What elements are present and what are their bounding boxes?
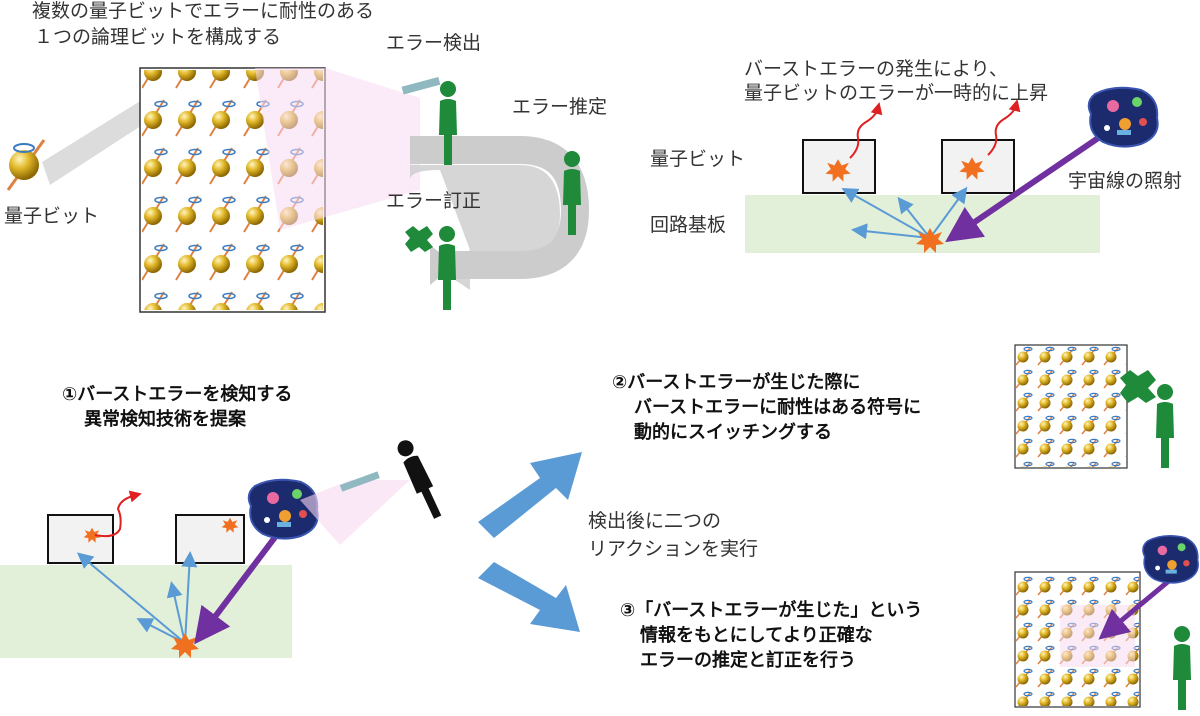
logical-bit-title-line1: 複数の量子ビットでエラーに耐性のある <box>32 0 375 22</box>
detect-beam-bottom <box>300 480 410 545</box>
telescope-icon-bottom <box>339 471 380 492</box>
reaction-line2: リアクションを実行 <box>588 538 759 560</box>
proposal-line2: 異常検知技術を提案 <box>84 409 246 430</box>
single-qubit-icon <box>6 139 46 191</box>
switch-puzzle-icon <box>1120 370 1156 403</box>
detect-beam <box>255 68 420 230</box>
accurate-line2: 情報をもとにしてより正確な <box>640 625 873 646</box>
accurate-highlight <box>1060 605 1135 667</box>
telescope-icon <box>401 76 441 95</box>
logical-bit-title-line2: １つの論理ビットを構成する <box>34 26 282 48</box>
cosmic-ray-arrow-right <box>1098 578 1172 640</box>
circuit-board-label: 回路基板 <box>650 214 727 236</box>
switch-line1: ②バーストエラーが生じた際に <box>612 372 861 393</box>
cosmic-ray-icon-top <box>1087 86 1159 148</box>
burst-caption-line1: バーストエラーの発生により、 <box>744 58 1008 80</box>
switch-line3: 動的にスイッチングする <box>634 422 832 443</box>
cosmic-ray-icon-bottom <box>247 478 319 540</box>
detector-person-icon <box>397 440 442 519</box>
switch-grid <box>1016 346 1126 467</box>
reaction-line1: 検出後に二つの <box>588 510 722 532</box>
cosmic-ray-label: 宇宙線の照射 <box>1068 170 1183 192</box>
puzzle-icon <box>405 226 433 252</box>
scatter-arrows-top <box>841 186 968 240</box>
burst-caption-line2: 量子ビットのエラーが一時的に上昇 <box>744 82 1049 104</box>
reaction-arrow-down <box>478 562 580 632</box>
error-wave-3 <box>94 490 142 538</box>
zoom-beam <box>42 95 150 185</box>
error-correct-label: エラー訂正 <box>386 190 482 212</box>
qubit-label: 量子ビット <box>4 205 100 227</box>
qubit-label-right: 量子ビット <box>650 148 746 170</box>
cosmic-ray-icon-right <box>1142 534 1199 584</box>
correct-person-icon <box>438 226 456 310</box>
error-wave-1 <box>849 102 883 159</box>
error-estimate-label: エラー推定 <box>512 96 608 118</box>
proposal-line1: ①バーストエラーを検知する <box>62 384 293 405</box>
accurate-line3: エラーの推定と訂正を行う <box>640 650 856 671</box>
switch-line2: バーストエラーに耐性はある符号に <box>634 397 922 418</box>
switch-person-icon <box>1156 384 1174 468</box>
error-wave-2 <box>987 99 1021 156</box>
cosmic-ray-arrow-top <box>945 127 1112 243</box>
reaction-arrow-up <box>478 452 582 538</box>
accurate-line1: ③「バーストエラーが生じた」という <box>620 600 923 621</box>
error-detect-label: エラー検出 <box>386 32 482 54</box>
estimate-person-icon-right <box>1173 626 1191 710</box>
